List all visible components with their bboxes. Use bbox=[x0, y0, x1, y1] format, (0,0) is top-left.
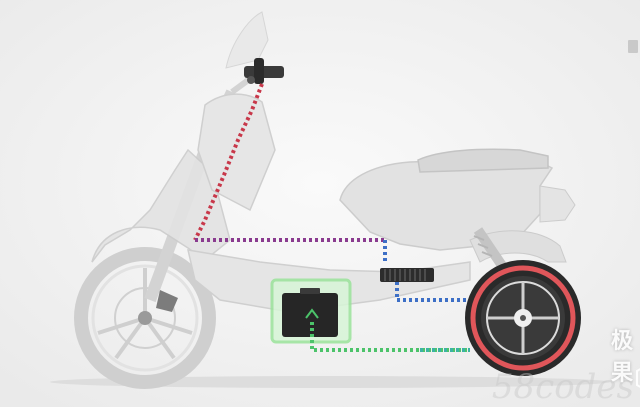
signal-to-controller-path bbox=[195, 238, 387, 262]
controller-to-motor-path bbox=[395, 282, 468, 302]
handlebar-throttle bbox=[244, 58, 284, 84]
scrollbar-thumb[interactable] bbox=[628, 40, 638, 53]
ground-shadow bbox=[50, 376, 610, 388]
seat bbox=[417, 148, 549, 173]
brand-logo-icon bbox=[636, 368, 640, 388]
watermark-brand: 极果 bbox=[610, 329, 634, 386]
motor-controller bbox=[380, 268, 434, 282]
front-wheel bbox=[74, 247, 216, 389]
rear-wheel-hub-motor bbox=[465, 260, 581, 376]
rear-suspension bbox=[473, 227, 510, 273]
throttle-signal-path bbox=[193, 83, 264, 241]
front-body-shell bbox=[91, 11, 276, 263]
watermark-site: 58codes bbox=[491, 367, 634, 407]
front-brake-caliper bbox=[156, 290, 178, 312]
rear-body-shell bbox=[339, 148, 576, 263]
battery-to-motor-path bbox=[305, 308, 470, 352]
